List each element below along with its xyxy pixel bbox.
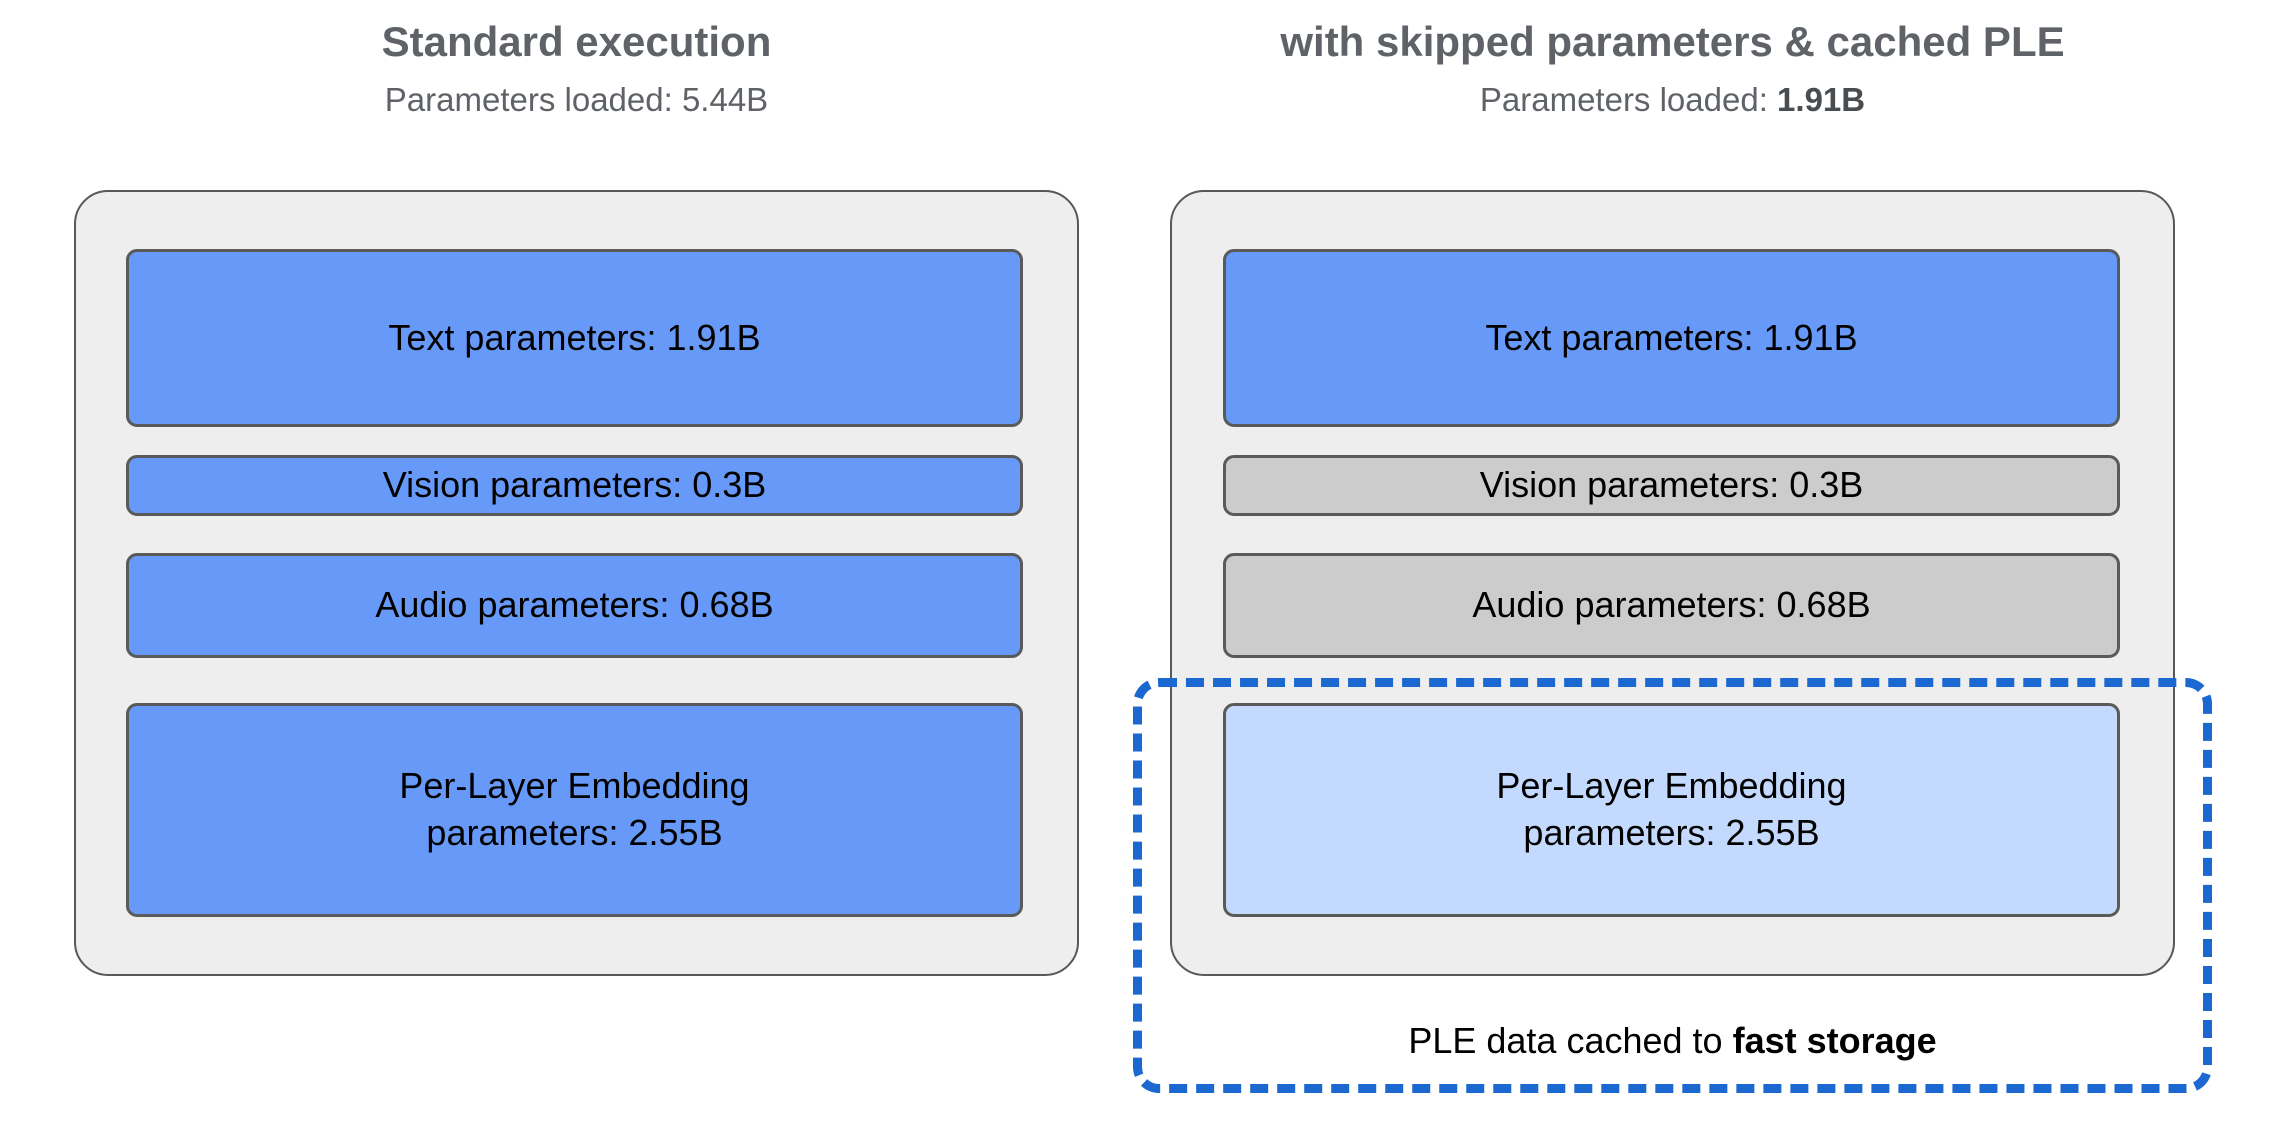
right-block-audio-parameters: Audio parameters: 0.68B [1223,553,2120,658]
cached-ple-caption-prefix: PLE data cached to [1408,1020,1733,1061]
left-block-audio-parameters: Audio parameters: 0.68B [126,553,1023,658]
left-column-subtitle: Parameters loaded: 5.44B [74,81,1079,119]
left-column-header: Standard execution Parameters loaded: 5.… [74,18,1079,119]
right-block-text-parameters: Text parameters: 1.91B [1223,249,2120,427]
cached-ple-region [1133,678,2212,1093]
left-block-text-parameters-label: Text parameters: 1.91B [388,316,761,358]
cached-ple-caption-emphasis: fast storage [1732,1020,1937,1061]
left-block-vision-parameters-label: Vision parameters: 0.3B [382,464,767,506]
right-block-ple-parameters: Per-Layer Embedding parameters: 2.55B [1223,703,2120,917]
right-block-ple-parameters-line2: parameters: 2.55B [1523,812,1820,853]
right-block-vision-parameters-label: Vision parameters: 0.3B [1479,464,1864,506]
right-subtitle-value: 1.91B [1777,81,1866,119]
left-subtitle-value: 5.44B [681,81,769,119]
left-block-ple-parameters-line2: parameters: 2.55B [426,812,723,853]
left-column-title: Standard execution [381,18,772,65]
right-column-header: with skipped parameters & cached PLE Par… [1170,18,2175,119]
right-block-ple-parameters-line1: Per-Layer Embedding [1496,765,1847,807]
right-block-vision-parameters: Vision parameters: 0.3B [1223,455,2120,516]
right-subtitle-prefix: Parameters loaded: [1479,81,1778,119]
right-block-audio-parameters-label: Audio parameters: 0.68B [1472,584,1871,626]
left-subtitle-prefix: Parameters loaded: [384,81,682,119]
right-column-subtitle: Parameters loaded: 1.91B [1170,81,2175,119]
right-column-title: with skipped parameters & cached PLE [1280,18,2065,65]
left-block-vision-parameters: Vision parameters: 0.3B [126,455,1023,516]
left-block-ple-parameters-line1: Per-Layer Embedding [399,765,750,807]
right-block-text-parameters-label: Text parameters: 1.91B [1485,316,1858,358]
left-block-text-parameters: Text parameters: 1.91B [126,249,1023,427]
left-block-audio-parameters-label: Audio parameters: 0.68B [375,584,774,626]
cached-ple-caption: PLE data cached to fast storage [1133,1020,2212,1062]
left-block-ple-parameters: Per-Layer Embedding parameters: 2.55B [126,703,1023,917]
